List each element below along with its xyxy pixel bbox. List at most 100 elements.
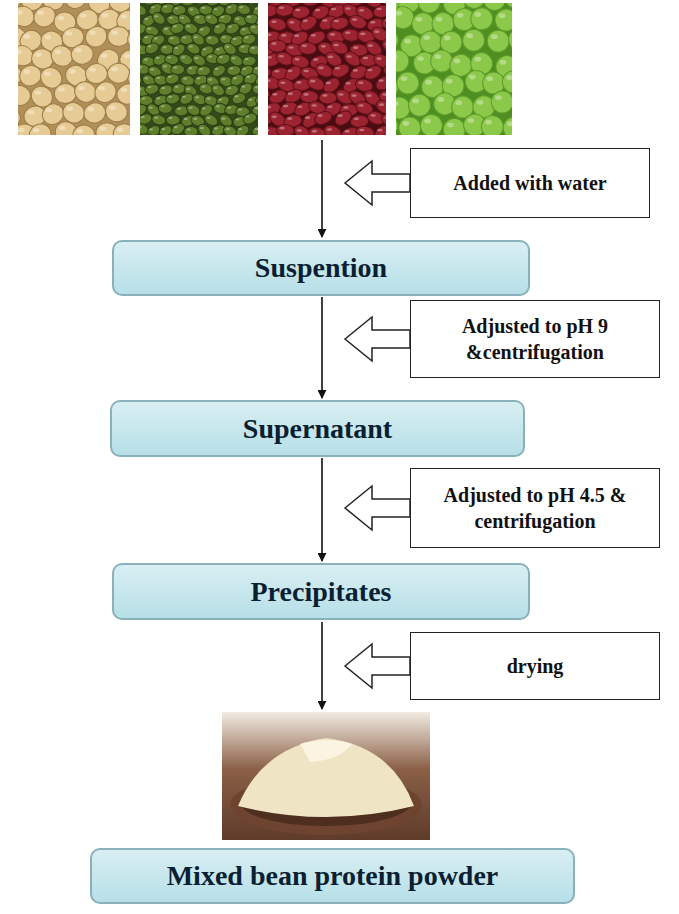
bean-highlight [168,96,172,98]
bean-highlight [280,81,285,84]
bean-shape [268,134,275,135]
bean-shape [169,21,185,35]
bean-highlight [101,53,108,57]
bean-highlight [248,99,252,101]
bean-highlight [303,70,308,73]
bean-highlight [213,8,217,10]
hollow-arrow [345,486,410,530]
bean-highlight [201,86,205,88]
bean-highlight [58,16,65,20]
bean-highlight [271,20,276,23]
bean-highlight [272,93,277,96]
bean-highlight [345,31,350,34]
bean-highlight [254,8,258,10]
bean-shape [418,112,445,135]
bean-shape [347,13,368,30]
adzuki-bean-photo [268,3,386,135]
bean-highlight [353,69,358,72]
bean-highlight [436,17,443,22]
bean-highlight [150,68,154,70]
bean-highlight [288,92,293,95]
bean-highlight [215,25,219,27]
bean-shape [298,41,317,55]
bean-highlight [154,15,158,17]
product-box: Mixed bean protein powder [90,848,575,904]
bean-highlight [238,109,242,111]
bean-highlight [112,30,119,34]
bean-highlight [140,126,142,128]
mung-bean-photo [140,3,258,135]
bean-shape [234,123,251,135]
bean-highlight [98,86,105,90]
bean-shape [151,134,166,135]
bean-highlight [334,20,339,23]
soybean-photo [18,3,130,135]
bean-highlight [444,35,451,40]
bean-shape [108,27,130,47]
step-note: Adjusted to pH 9 &centrifugation [410,300,660,378]
bean-highlight [257,96,258,98]
bean-shape [373,73,386,93]
bean-shape [251,124,258,135]
bean-shape [396,46,413,76]
bean-highlight [311,34,316,37]
bean-highlight [78,86,85,90]
bean-highlight [417,56,424,61]
node-label: Adjusted to pH 4.5 & centrifugation [441,482,629,534]
bean-shape [300,3,319,6]
bean-highlight [244,36,248,38]
bean-highlight [434,54,441,59]
bean-highlight [271,42,276,45]
process-box: Supernatant [110,400,525,457]
bean-highlight [201,7,205,9]
bean-shape [329,133,351,135]
bean-shape [255,133,258,135]
bean-highlight [359,129,364,132]
bean-highlight [199,68,203,70]
bean-highlight [368,44,373,47]
process-box: Precipitates [112,563,530,620]
bean-highlight [354,118,359,121]
bean-highlight [438,97,445,102]
bean-highlight [226,128,230,130]
bean-highlight [345,7,350,10]
bean-shape [54,83,76,103]
bean-highlight [111,67,118,71]
step-note: Adjusted to pH 4.5 & centrifugation [410,468,660,548]
bean-highlight [287,117,292,120]
bean-highlight [194,36,198,38]
bean-highlight [377,129,382,132]
bean-shape [396,115,398,135]
bean-highlight [227,107,231,109]
bean-highlight [495,95,502,100]
bean-highlight [287,70,292,73]
bean-highlight [33,128,40,132]
bean-shape [268,16,287,32]
bean-highlight [294,34,299,37]
bean-highlight [343,106,348,109]
bean-shape [192,134,207,135]
bean-shape [459,26,488,55]
bean-highlight [466,33,473,38]
bean-shape [230,91,247,106]
bean-highlight [315,9,320,12]
step-note: Added with water [410,148,650,218]
bean-highlight [366,94,371,97]
bean-highlight [302,45,307,48]
bean-highlight [214,127,218,129]
powder-mound [238,738,414,817]
bean-highlight [234,95,238,97]
bean-shape [276,124,295,135]
bean-shape [253,91,258,107]
bean-highlight [374,30,379,33]
bean-highlight [167,56,171,58]
bean-shape [224,21,241,36]
bean-highlight [245,115,249,117]
bean-highlight [170,37,174,39]
bean-shape [73,125,95,135]
bean-shape [372,4,386,19]
bean-highlight [28,110,35,114]
bean-shape [332,108,354,128]
bean-highlight [193,118,197,120]
bean-highlight [162,46,166,48]
